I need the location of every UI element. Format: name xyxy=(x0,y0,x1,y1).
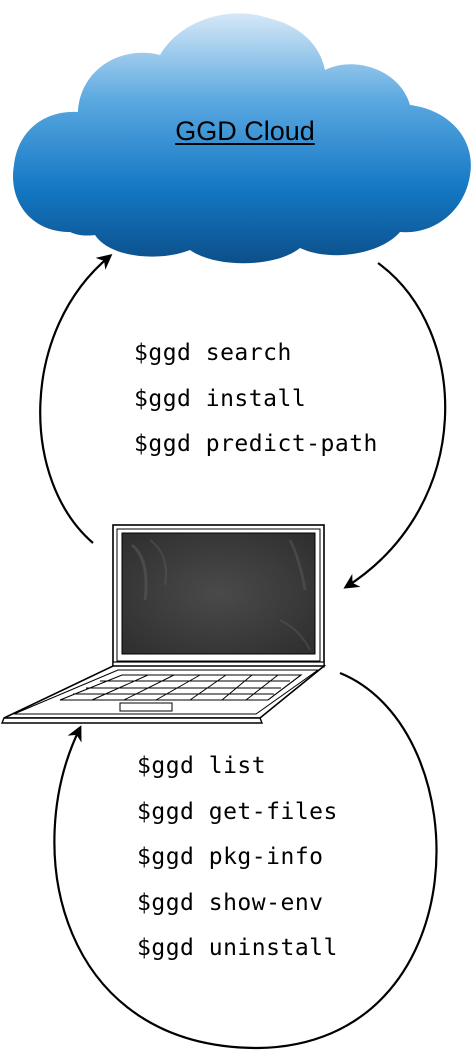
cloud-title: GGD Cloud xyxy=(175,116,315,146)
command-search: $ggd search xyxy=(134,340,292,366)
command-predict-path: $ggd predict-path xyxy=(134,431,378,457)
cloud-shape xyxy=(13,13,471,264)
upload-arrow xyxy=(39,254,113,544)
command-uninstall: $ggd uninstall xyxy=(137,935,338,961)
local-loop-arrow xyxy=(53,671,438,1050)
command-get-files: $ggd get-files xyxy=(137,798,338,825)
laptop-illustration xyxy=(0,524,327,724)
download-arrow xyxy=(343,262,447,589)
command-pkg-info: $ggd pkg-info xyxy=(137,844,324,870)
local-command-list: $ggd list $ggd get-files $ggd pkg-info $… xyxy=(137,750,338,978)
laptop-screen xyxy=(121,532,316,655)
command-list: $ggd list xyxy=(137,753,267,779)
remote-command-list: $ggd search $ggd install $ggd predict-pa… xyxy=(134,337,378,474)
command-show-env: $ggd show-env xyxy=(137,889,324,916)
command-install: $ggd install xyxy=(134,385,307,412)
